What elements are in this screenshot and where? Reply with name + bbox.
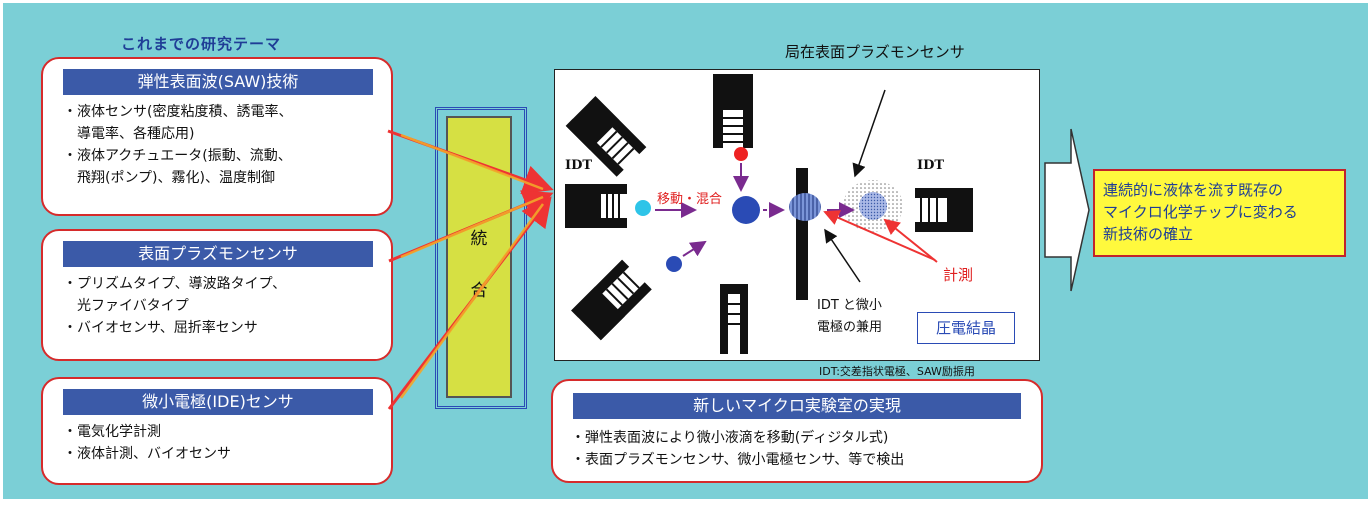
schematic-svg	[565, 74, 973, 354]
bullet: ・液体計測、バイオセンサ	[63, 446, 231, 462]
bullet: ・プリズムタイプ、導波路タイプ、	[63, 276, 287, 292]
droplet-on-spr	[859, 192, 887, 220]
droplet-cyan	[635, 200, 651, 216]
droplet-blue	[666, 256, 682, 272]
bullet: ・バイオセンサ、屈折率センサ	[63, 320, 258, 336]
bullet: ・電気化学計測	[63, 424, 161, 440]
topic-ide-bullets: ・電気化学計測 ・液体計測、バイオセンサ	[63, 421, 231, 465]
idt-lower-left	[571, 259, 652, 341]
idt-left-label: IDT	[565, 158, 593, 173]
idt-dual-line2: 電極の兼用	[817, 320, 883, 335]
bullet: 導電率、各種応用)	[63, 126, 195, 142]
result-text: 連続的に液体を流す既存の マイクロ化学チップに変わる 新技術の確立	[1103, 179, 1298, 245]
idt-top	[713, 74, 753, 148]
topic-saw-title: 弾性表面波(SAW)技術	[63, 69, 373, 95]
bullet: ・弾性表面波により微小液滴を移動(ディジタル式)	[571, 430, 889, 446]
converging-arrows	[387, 129, 554, 410]
section-heading: これまでの研究テーマ	[121, 35, 282, 53]
idt-right-label: IDT	[917, 158, 945, 173]
result-line: 新技術の確立	[1103, 225, 1194, 243]
idt-left	[565, 184, 627, 228]
droplet-on-electrode	[789, 193, 821, 221]
idt-right	[915, 188, 973, 232]
idt-dual-line1: IDT と微小	[817, 298, 882, 313]
idt-footnote: IDT:交差指状電極、SAW励振用	[819, 365, 975, 378]
result-line: マイクロ化学チップに変わる	[1103, 203, 1298, 221]
bullet: ・表面プラズモンセンサ、微小電極センサ、等で検出	[571, 452, 905, 468]
local-spr-label: 局在表面プラズモンセンサ	[785, 43, 965, 61]
arrow-ide-orange	[399, 203, 545, 399]
result-box: 連続的に液体を流す既存の マイクロ化学チップに変わる 新技術の確立	[1093, 169, 1346, 257]
bullet: 飛翔(ポンプ)、霧化)、温度制御	[63, 170, 275, 186]
crystal-label: 圧電結晶	[917, 312, 1015, 344]
idt-upper-left	[565, 96, 647, 177]
schematic-panel: IDT IDT 移動・混合 計測 IDT と微小 電極の兼用 圧電結晶	[554, 69, 1040, 361]
micro-lab-box: 新しいマイクロ実験室の実現 ・弾性表面波により微小液滴を移動(ディジタル式) ・…	[551, 379, 1043, 483]
topic-saw: 弾性表面波(SAW)技術 ・液体センサ(密度粘度積、誘電率、 導電率、各種応用)…	[41, 57, 393, 216]
result-line: 連続的に液体を流す既存の	[1103, 181, 1284, 199]
topic-ide: 微小電極(IDE)センサ ・電気化学計測 ・液体計測、バイオセンサ	[41, 377, 393, 485]
integration-char: 統	[470, 229, 488, 249]
topic-ide-title: 微小電極(IDE)センサ	[63, 389, 373, 415]
droplet-merged	[732, 196, 760, 224]
topic-spr-title: 表面プラズモンセンサ	[63, 241, 373, 267]
micro-lab-bullets: ・弾性表面波により微小液滴を移動(ディジタル式) ・表面プラズモンセンサ、微小電…	[571, 427, 904, 471]
micro-lab-title: 新しいマイクロ実験室の実現	[573, 393, 1021, 419]
integration-frame: 統 合	[435, 107, 527, 409]
arrow-saw-orange	[400, 133, 544, 191]
bullet: 光ファイバタイプ	[63, 298, 189, 314]
diagram-canvas: これまでの研究テーマ 弾性表面波(SAW)技術 ・液体センサ(密度粘度積、誘電率…	[3, 3, 1368, 499]
idt-bottom	[720, 284, 748, 354]
move-mix-label: 移動・混合	[657, 192, 723, 207]
droplet-red	[734, 147, 748, 161]
topic-spr-bullets: ・プリズムタイプ、導波路タイプ、 光ファイバタイプ ・バイオセンサ、屈折率センサ	[63, 273, 286, 339]
measure-label: 計測	[943, 266, 974, 284]
micro-electrode	[796, 168, 808, 300]
topic-spr: 表面プラズモンセンサ ・プリズムタイプ、導波路タイプ、 光ファイバタイプ ・バイ…	[41, 229, 393, 361]
bullet: ・液体アクチュエータ(振動、流動、	[63, 148, 292, 164]
bullet: ・液体センサ(密度粘度積、誘電率、	[63, 104, 293, 120]
topic-saw-bullets: ・液体センサ(密度粘度積、誘電率、 導電率、各種応用) ・液体アクチュエータ(振…	[63, 101, 292, 189]
arrow-spr-orange	[400, 195, 544, 259]
result-arrow	[1044, 128, 1090, 292]
